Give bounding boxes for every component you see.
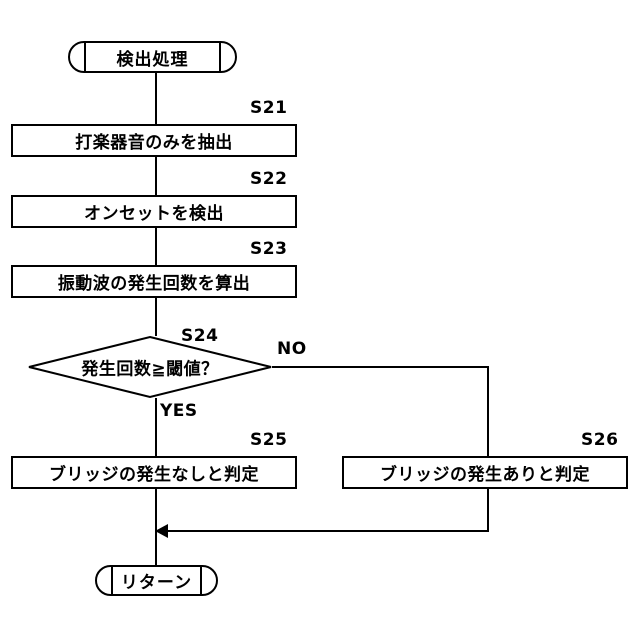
step-tag-s21: S21 (250, 98, 288, 118)
branch-label-no: NO (277, 339, 307, 359)
terminal-start-label: 検出処理 (116, 49, 189, 70)
terminal-start: 検出処理 (68, 41, 237, 73)
connector-s24-no-vertical (487, 366, 489, 530)
process-box-s21: 打楽器音のみを抽出 (11, 124, 297, 157)
terminal-cap-right (219, 41, 221, 73)
process-box-s23-label: 振動波の発生回数を算出 (57, 274, 251, 294)
process-box-s23: 振動波の発生回数を算出 (11, 265, 297, 298)
terminal-return-cap-left (111, 565, 113, 596)
connector-s24-no-horizontal (272, 366, 489, 368)
step-tag-s23: S23 (250, 239, 288, 259)
connector-s22-to-s23 (155, 228, 157, 265)
decision-diamond-s24-label: 発生回数≧閾値？ (81, 359, 219, 380)
process-box-s22-label: オンセットを検出 (84, 204, 224, 224)
connector-s24-yes-to-s25 (155, 398, 157, 456)
process-box-s25-label: ブリッジの発生なしと判定 (49, 465, 259, 485)
connector-s23-to-s24 (155, 298, 157, 336)
process-box-s22: オンセットを検出 (11, 195, 297, 228)
connector-s25-to-return (155, 489, 157, 565)
decision-diamond-s24: 発生回数≧閾値？ (28, 335, 272, 399)
connector-s21-to-s22 (155, 157, 157, 195)
process-box-s21-label: 打楽器音のみを抽出 (75, 133, 233, 153)
arrowhead-merge (155, 524, 168, 538)
connector-s26-merge-horizontal (155, 530, 489, 532)
step-tag-s24: S24 (181, 326, 219, 346)
terminal-return-label: リターン (120, 573, 193, 593)
process-box-s26: ブリッジの発生ありと判定 (342, 456, 628, 489)
terminal-return: リターン (95, 565, 218, 596)
connector-start-to-s21 (155, 73, 157, 124)
terminal-cap-left (84, 41, 86, 73)
process-box-s25: ブリッジの発生なしと判定 (11, 456, 297, 489)
branch-label-yes: YES (160, 401, 198, 421)
step-tag-s26: S26 (581, 430, 619, 450)
terminal-return-cap-right (200, 565, 202, 596)
step-tag-s22: S22 (250, 169, 288, 189)
step-tag-s25: S25 (250, 430, 288, 450)
process-box-s26-label: ブリッジの発生ありと判定 (380, 465, 590, 485)
